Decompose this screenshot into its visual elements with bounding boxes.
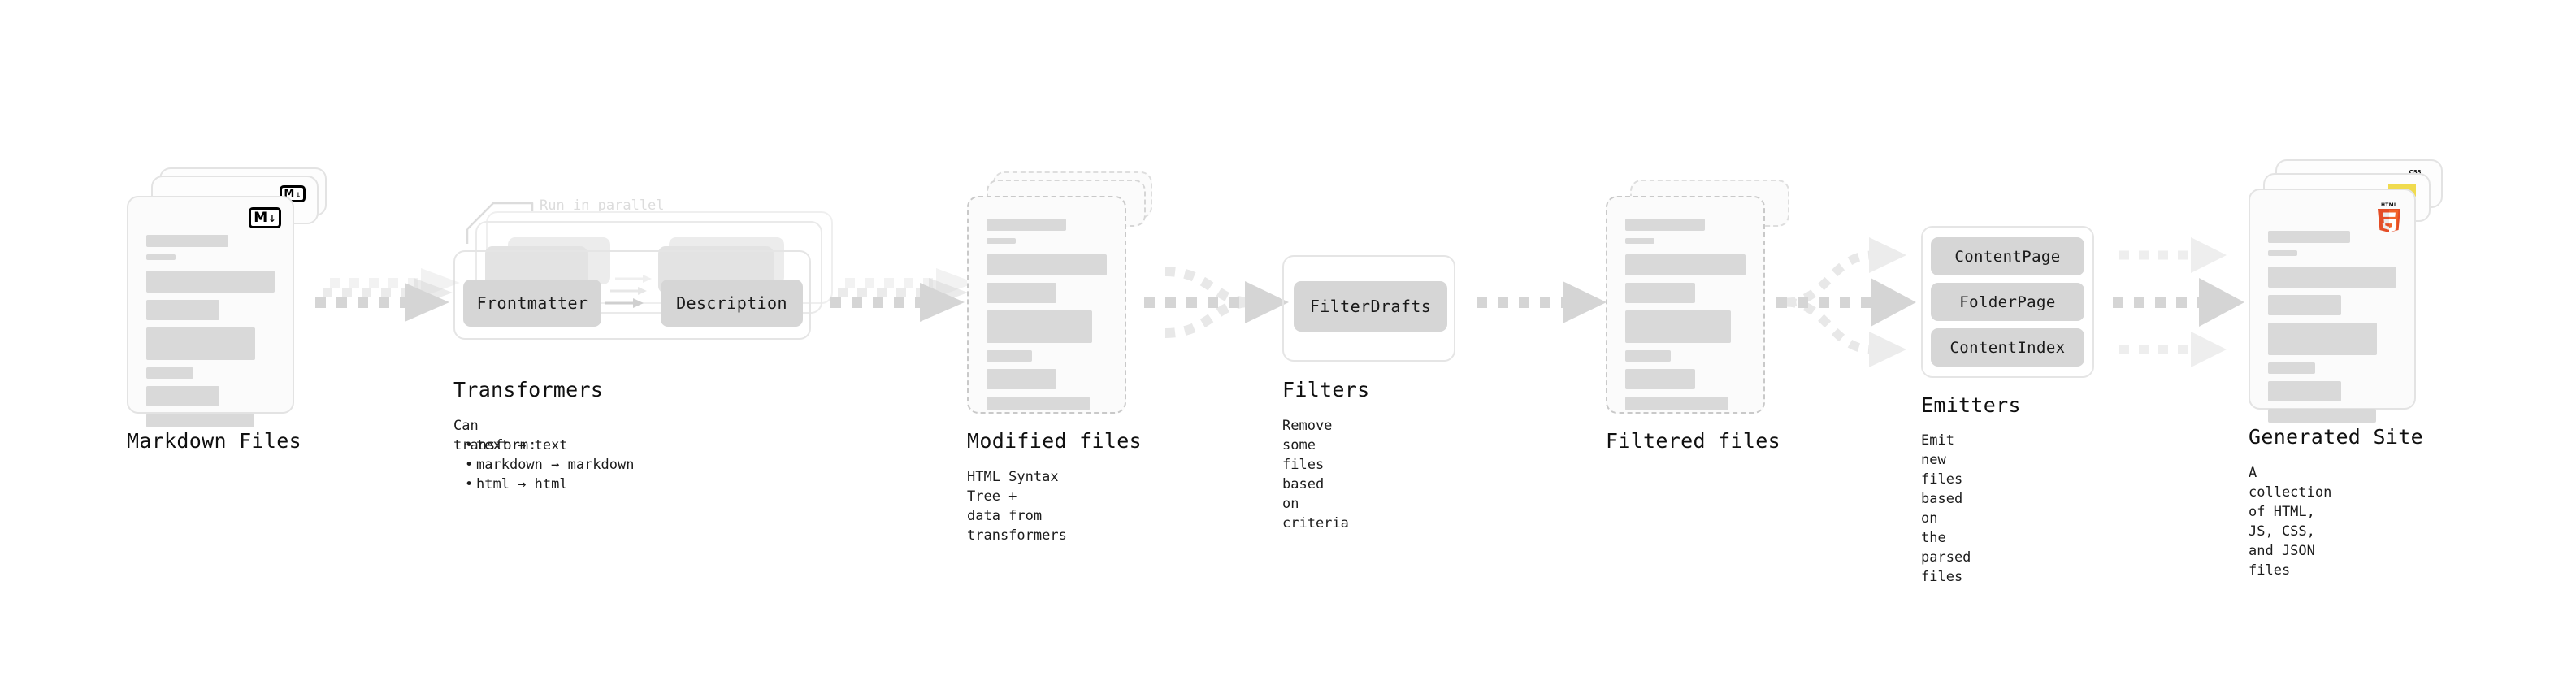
- transformers-pill-frontmatter[interactable]: Frontmatter: [463, 280, 601, 327]
- generated-site-description: A collection of HTML, JS, CSS, and JSON …: [2249, 465, 2332, 579]
- transformers-list-item-0: text → text: [463, 436, 634, 455]
- transformers-list-item-1: markdown → markdown: [463, 455, 634, 475]
- markdown-files-caption: Markdown Files: [127, 429, 301, 453]
- emitters-pill-contentpage[interactable]: ContentPage: [1931, 237, 2084, 275]
- filters-pill-filterdrafts[interactable]: FilterDrafts: [1294, 281, 1447, 332]
- emitters-pill-contentindex[interactable]: ContentIndex: [1931, 328, 2084, 367]
- generated-site-caption: Generated Site: [2249, 425, 2423, 449]
- modified-files-description: HTML Syntax Tree + data from transformer…: [967, 469, 1067, 544]
- markdown-badge-icon: M↓: [249, 207, 281, 228]
- markdown-card-front: M↓: [127, 196, 294, 427]
- transformers-list-item-2: html → html: [463, 475, 634, 494]
- run-in-parallel-label: Run in parallel: [540, 197, 665, 214]
- svg-text:HTML: HTML: [2381, 202, 2397, 208]
- filters-description: Remove some files based on criteria: [1282, 418, 1349, 531]
- transformers-description-list: text → text markdown → markdown html → h…: [463, 436, 634, 494]
- filters-box: [1282, 255, 1455, 362]
- modified-card-front: [967, 196, 1126, 414]
- transformers-box-front: [453, 250, 811, 340]
- emitters-box: [1921, 226, 2094, 378]
- filtered-files-caption: Filtered files: [1606, 429, 1780, 453]
- transformers-box-back-1: [475, 221, 822, 314]
- markdown-card-skeleton: [146, 235, 275, 435]
- modified-files-caption: Modified files: [967, 429, 1142, 453]
- emitters-description: Emit new files based on the parsed files: [1921, 432, 1971, 585]
- html5-badge-icon: HTML: [2375, 201, 2403, 232]
- emitters-caption: Emitters: [1921, 393, 2021, 417]
- site-card-skeleton: [2268, 231, 2396, 430]
- filters-caption: Filters: [1282, 378, 1370, 401]
- filtered-card-skeleton: [1625, 219, 1746, 418]
- transformers-pill-description[interactable]: Description: [661, 280, 803, 327]
- modified-card-skeleton: [987, 219, 1107, 418]
- filtered-card-front: [1606, 196, 1765, 414]
- site-card-front: HTML: [2249, 189, 2416, 423]
- transformers-caption: Transformers: [453, 378, 604, 401]
- emitters-pill-folderpage[interactable]: FolderPage: [1931, 283, 2084, 321]
